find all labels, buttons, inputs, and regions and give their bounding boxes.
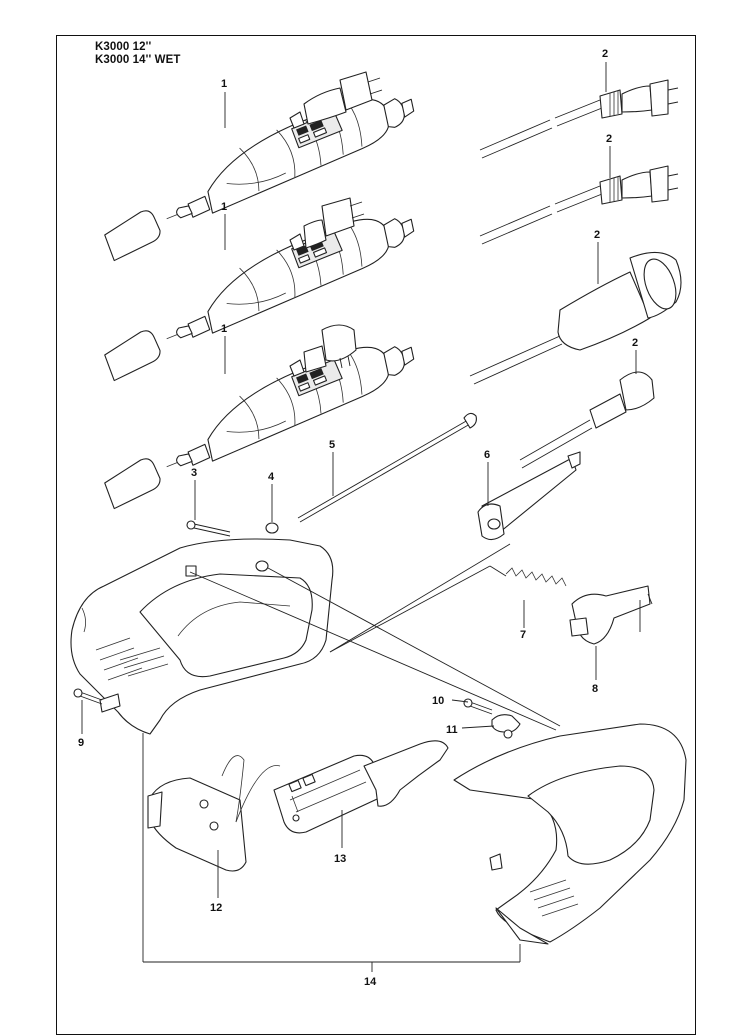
screw-part-10 [463,698,493,715]
callout-6: 6 [484,449,490,461]
callout-7: 7 [520,629,526,641]
callout-1b: 1 [221,201,227,213]
callout-2c: 2 [594,229,600,241]
callout-1a: 1 [221,78,227,90]
callout-3: 3 [191,467,197,479]
prcd-plug-3 [289,324,357,377]
callout-2a: 2 [602,48,608,60]
cable-plug-large [469,251,682,385]
rod-part-5 [297,412,477,523]
prcd-plug-1 [289,71,383,129]
screw-part-9 [73,688,103,705]
prcd-plug-2 [289,197,365,251]
screw-part-3 [186,520,231,537]
cable-sleeve-part-6 [477,451,581,541]
plate-part-12 [147,755,281,872]
callout-13: 13 [334,853,346,865]
callout-1c: 1 [221,323,227,335]
motor-housing [70,538,334,735]
handle-housing [453,723,687,945]
callout-4: 4 [268,471,275,483]
callout-12: 12 [210,902,222,914]
model-label-2: K3000 14'' WET [95,54,181,66]
trigger-part-8 [569,585,653,645]
callout-14: 14 [364,976,377,988]
model-label-1: K3000 12'' [95,41,152,53]
callout-9: 9 [78,737,84,749]
callout-2b: 2 [606,133,612,145]
washer-part-4 [265,522,279,534]
spring-part-7 [505,567,567,587]
callout-5: 5 [329,439,335,451]
switch-part-13 [273,740,449,834]
assembly-bracket-14 [142,733,521,972]
cable-clamp-part-11 [491,714,521,739]
callout-2d: 2 [632,337,638,349]
callout-11: 11 [446,724,458,736]
callout-8: 8 [592,683,598,695]
cable-plug-flat [519,371,655,469]
callout-10: 10 [432,695,444,707]
